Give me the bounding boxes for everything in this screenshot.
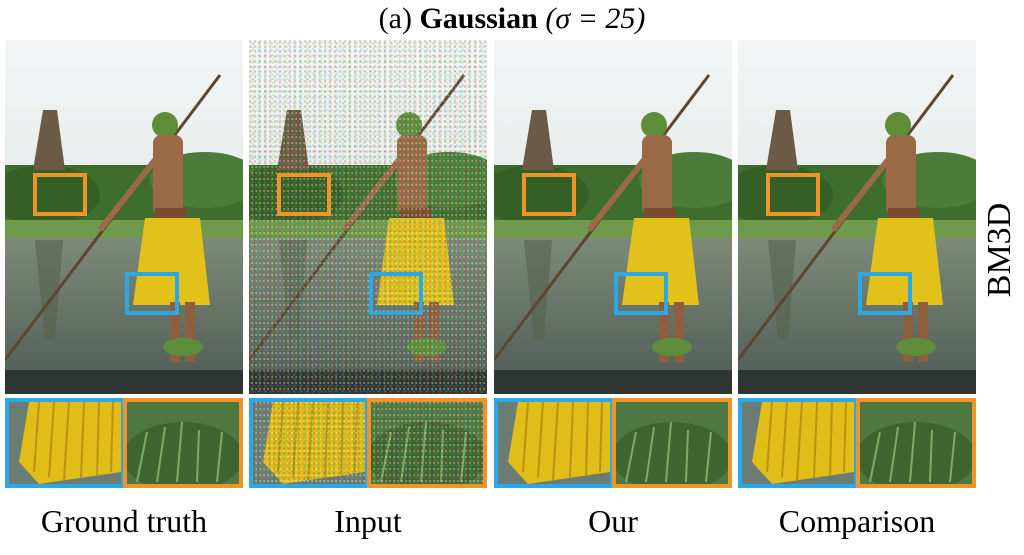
zoom-crops bbox=[249, 398, 487, 488]
crop-skirt-photo bbox=[498, 402, 610, 484]
orange-crop bbox=[123, 398, 243, 488]
method-label: BM3D bbox=[975, 170, 1024, 330]
blue-crop bbox=[249, 398, 369, 488]
orange-zoom-box bbox=[33, 173, 87, 216]
blue-zoom-box bbox=[858, 272, 912, 315]
noise-overlay bbox=[249, 40, 487, 394]
crop-skirt-photo bbox=[253, 402, 365, 484]
orange-crop bbox=[856, 398, 976, 488]
crop-bush-photo bbox=[127, 402, 239, 484]
crop-skirt-photo bbox=[9, 402, 121, 484]
blue-zoom-box bbox=[614, 272, 668, 315]
orange-zoom-box bbox=[277, 173, 331, 216]
zoom-crops bbox=[494, 398, 732, 488]
orange-crop bbox=[367, 398, 487, 488]
method-label-text: BM3D bbox=[981, 202, 1018, 298]
crop-skirt-photo bbox=[742, 402, 854, 484]
zoom-crops bbox=[738, 398, 976, 488]
column-caption: Our bbox=[588, 503, 638, 539]
noise-overlay bbox=[371, 402, 483, 484]
title-parameter: (σ = 25) bbox=[545, 2, 646, 35]
photo-panel bbox=[249, 40, 487, 394]
blue-zoom-box bbox=[125, 272, 179, 315]
photo-panel bbox=[738, 40, 976, 394]
scene-photo bbox=[494, 40, 732, 394]
photo-panel bbox=[5, 40, 243, 394]
scene-photo bbox=[738, 40, 976, 394]
orange-zoom-box bbox=[766, 173, 820, 216]
noise-overlay bbox=[253, 402, 365, 484]
crop-bush-photo bbox=[616, 402, 728, 484]
orange-zoom-box bbox=[522, 173, 576, 216]
title-noise-type: Gaussian bbox=[419, 2, 538, 35]
blue-crop bbox=[5, 398, 125, 488]
scene-photo bbox=[5, 40, 243, 394]
column-caption: Comparison bbox=[778, 503, 936, 539]
zoom-crops bbox=[5, 398, 243, 488]
orange-crop bbox=[612, 398, 732, 488]
title-prefix: (a) bbox=[378, 2, 412, 35]
column-caption: Input bbox=[334, 503, 402, 539]
column-caption: Ground truth bbox=[40, 503, 208, 539]
crop-bush-photo bbox=[860, 402, 972, 484]
blue-zoom-box bbox=[369, 272, 423, 315]
photo-panel bbox=[494, 40, 732, 394]
crop-bush-photo bbox=[371, 402, 483, 484]
figure-title: (a) Gaussian (σ = 25) bbox=[0, 0, 1024, 38]
blue-crop bbox=[738, 398, 858, 488]
blue-crop bbox=[494, 398, 614, 488]
